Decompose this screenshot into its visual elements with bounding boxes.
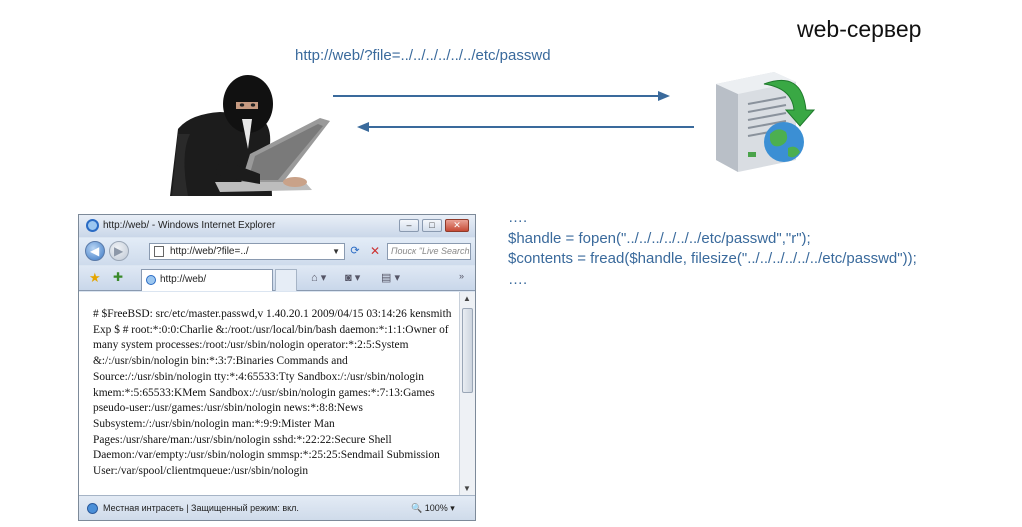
browser-titlebar: http://web/ - Windows Internet Explorer … bbox=[79, 215, 475, 237]
intranet-globe-icon bbox=[87, 503, 98, 514]
php-code-snippet: …. $handle = fopen("../../../../../../etc… bbox=[508, 208, 917, 290]
scrollbar-thumb[interactable] bbox=[462, 308, 473, 393]
close-button[interactable]: ✕ bbox=[445, 219, 469, 232]
scroll-up-icon[interactable]: ▲ bbox=[463, 294, 471, 303]
zoom-level[interactable]: 🔍 100% ▾ bbox=[411, 503, 455, 513]
favorites-star-icon[interactable]: ★ bbox=[89, 270, 101, 285]
forward-arrow-icon: ▶ bbox=[114, 244, 124, 258]
browser-window: http://web/ - Windows Internet Explorer … bbox=[78, 214, 476, 521]
request-arrow bbox=[333, 91, 670, 101]
zoom-value: 100% bbox=[424, 503, 448, 513]
feeds-icon[interactable]: ◙ ▾ bbox=[345, 272, 361, 284]
print-icon[interactable]: ▤ ▾ bbox=[381, 272, 400, 284]
stop-button[interactable]: ✕ bbox=[369, 244, 381, 258]
code-line: $contents = fread($handle, filesize("../… bbox=[508, 250, 917, 267]
refresh-button[interactable]: ⟳ bbox=[350, 245, 360, 257]
browser-content: # $FreeBSD: src/etc/master.passwd,v 1.40… bbox=[79, 292, 459, 495]
code-line: $handle = fopen("../../../../../../etc/p… bbox=[508, 229, 811, 247]
web-server-icon bbox=[716, 72, 816, 172]
maximize-button[interactable]: □ bbox=[422, 219, 442, 232]
tab-page-icon bbox=[146, 275, 156, 285]
request-url: http://web/?file=../../../../../../etc/p… bbox=[295, 47, 551, 64]
status-text: Местная интрасеть | Защищенный режим: вк… bbox=[103, 503, 299, 513]
add-favorites-icon[interactable]: ✚ bbox=[113, 270, 124, 284]
minimize-button[interactable]: – bbox=[399, 219, 419, 232]
address-bar[interactable]: http://web/?file=../ ▼ bbox=[149, 243, 345, 260]
more-tools-icon[interactable]: » bbox=[459, 271, 465, 281]
new-tab-button[interactable] bbox=[275, 269, 297, 291]
tab-web[interactable]: http://web/ bbox=[141, 269, 273, 291]
tab-label: http://web/ bbox=[160, 274, 207, 285]
code-line: …. bbox=[508, 270, 528, 288]
back-arrow-icon: ◀ bbox=[90, 244, 100, 258]
server-title: web-сервер bbox=[797, 16, 922, 42]
window-title: http://web/ - Windows Internet Explorer bbox=[103, 220, 276, 231]
home-icon[interactable]: ⌂ ▾ bbox=[311, 272, 327, 284]
page-icon bbox=[154, 246, 164, 257]
back-button[interactable]: ◀ bbox=[85, 241, 105, 261]
search-input[interactable]: Поиск "Live Search" bbox=[387, 243, 471, 260]
browser-tabbar: ★ ✚ http://web/ ⌂ ▾ ◙ ▾ ▤ ▾ » bbox=[79, 266, 475, 291]
vertical-scrollbar[interactable]: ▲ ▼ bbox=[459, 292, 475, 495]
passwd-file-contents: # $FreeBSD: src/etc/master.passwd,v 1.40… bbox=[93, 308, 452, 478]
forward-button[interactable]: ▶ bbox=[109, 241, 129, 261]
browser-statusbar: Местная интрасеть | Защищенный режим: вк… bbox=[79, 495, 475, 520]
scroll-down-icon[interactable]: ▼ bbox=[463, 484, 471, 493]
chevron-down-icon[interactable]: ▼ bbox=[332, 247, 340, 256]
address-text: http://web/?file=../ bbox=[170, 246, 249, 257]
hacker-illustration bbox=[170, 75, 330, 196]
browser-navbar: ◀ ▶ http://web/?file=../ ▼ ⟳ ✕ Поиск "Li… bbox=[79, 238, 475, 265]
code-line: …. bbox=[508, 209, 528, 226]
ie-icon bbox=[86, 219, 99, 232]
response-arrow bbox=[357, 122, 694, 132]
